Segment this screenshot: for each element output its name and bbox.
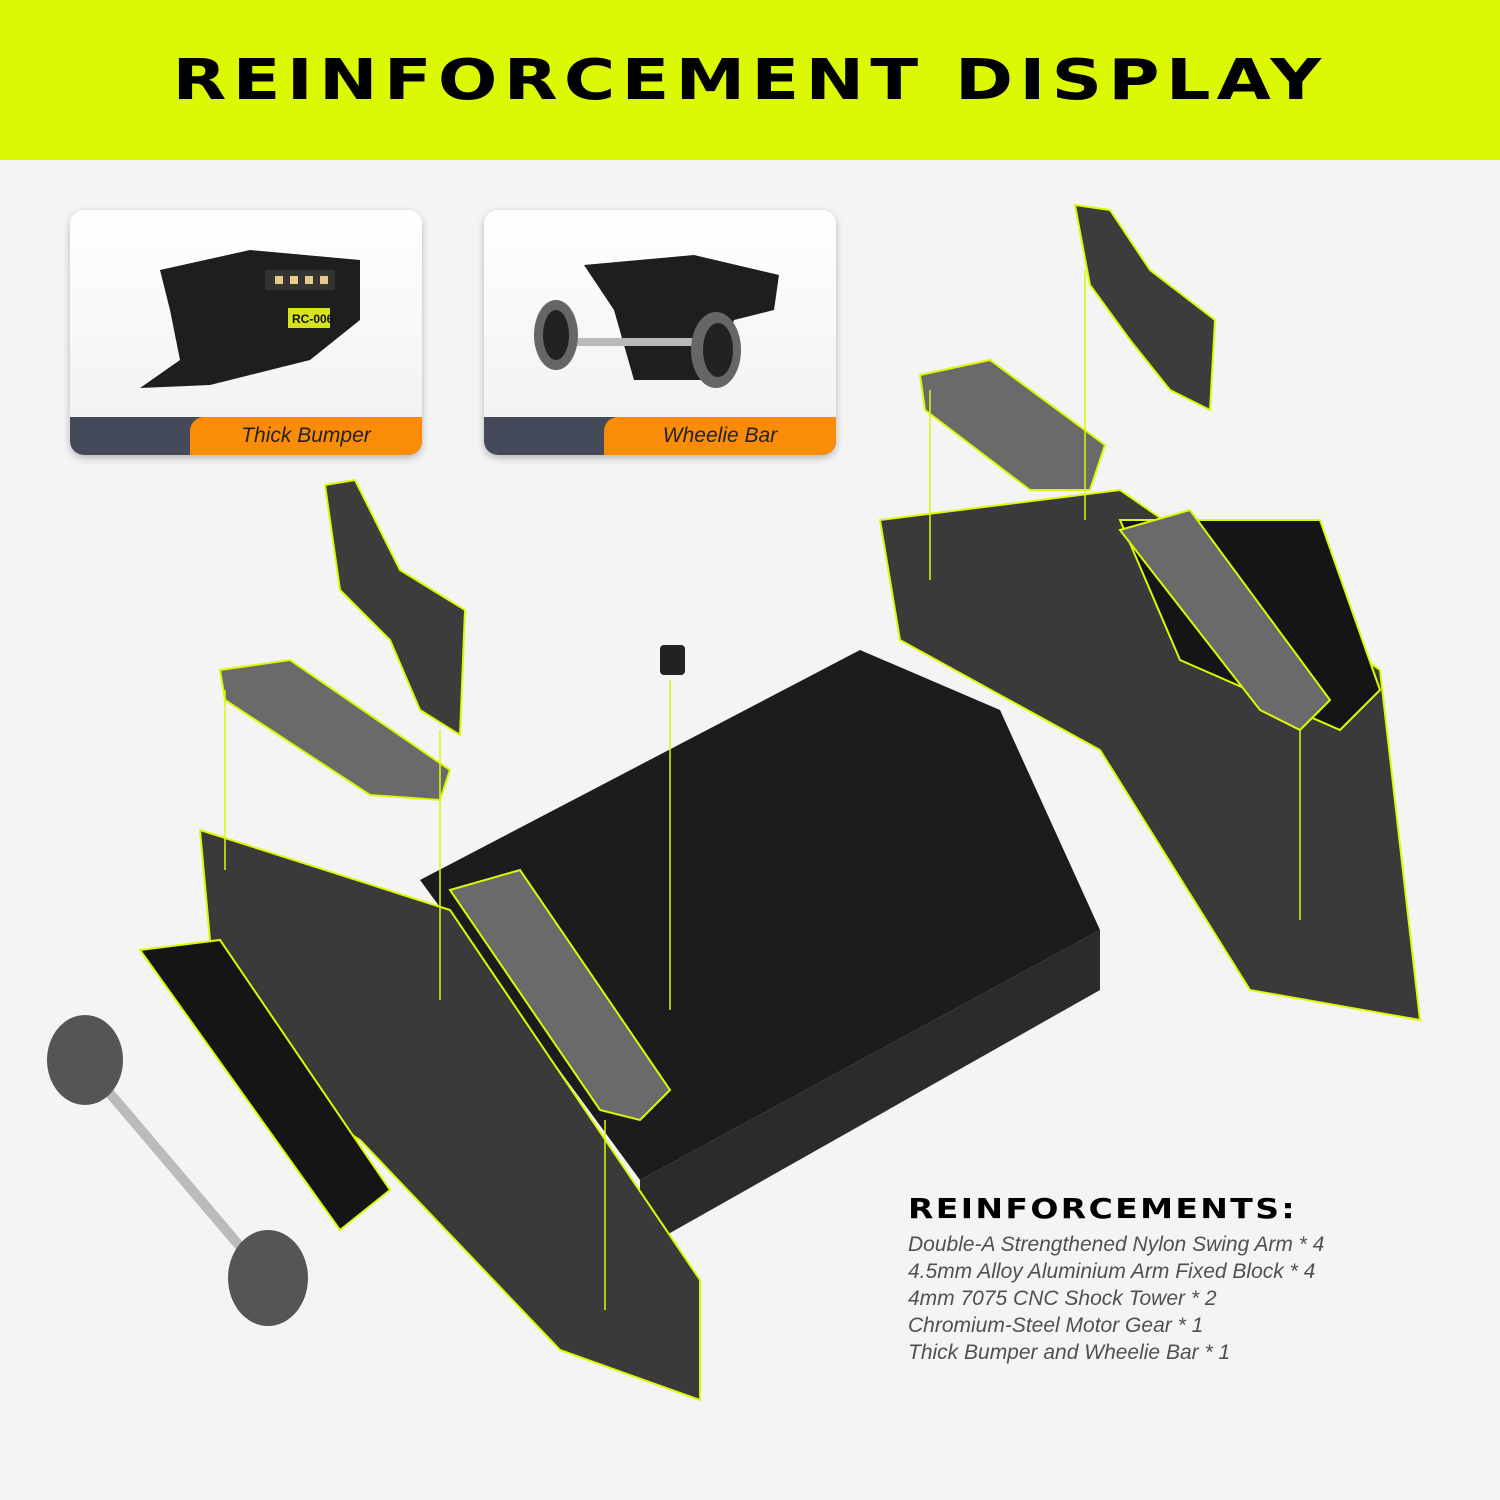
page-title: REINFORCEMENT DISPLAY	[172, 47, 1328, 113]
front-end	[138, 828, 701, 1402]
list-item: Chromium-Steel Motor Gear * 1	[908, 1314, 1204, 1337]
wheelie-bar-card: Wheelie Bar	[484, 210, 836, 455]
list-item: 4.5mm Alloy Aluminium Arm Fixed Block * …	[908, 1260, 1316, 1283]
list-item: Double-A Strengthened Nylon Swing Arm * …	[908, 1233, 1325, 1256]
motor-gear	[660, 645, 685, 1010]
chassis-exploded-view	[47, 203, 1422, 1402]
swing-arm	[218, 358, 1332, 1122]
list-item: 4mm 7075 CNC Shock Tower * 2	[908, 1287, 1217, 1310]
list-item: Thick Bumper and Wheelie Bar * 1	[908, 1341, 1231, 1364]
thick-bumper-label: Thick Bumper	[190, 417, 422, 455]
wheelie-bar	[47, 1015, 308, 1326]
wheelie-bar-image	[534, 255, 779, 388]
shock-tower	[323, 203, 1217, 737]
reinforcements-list: REINFORCEMENTS: Double-A Strengthened Ny…	[908, 1192, 1324, 1366]
guide-lines	[224, 270, 1301, 1310]
header-banner: REINFORCEMENT DISPLAY	[0, 0, 1500, 160]
wheelie-bar-label: Wheelie Bar	[604, 417, 836, 455]
license-plate: RC-006	[292, 312, 334, 326]
thick-bumper-image: RC-006	[140, 250, 360, 388]
thick-bumper-card: RC-006 Thick Bumper	[70, 210, 422, 455]
reinforcements-title: REINFORCEMENTS:	[908, 1192, 1297, 1225]
